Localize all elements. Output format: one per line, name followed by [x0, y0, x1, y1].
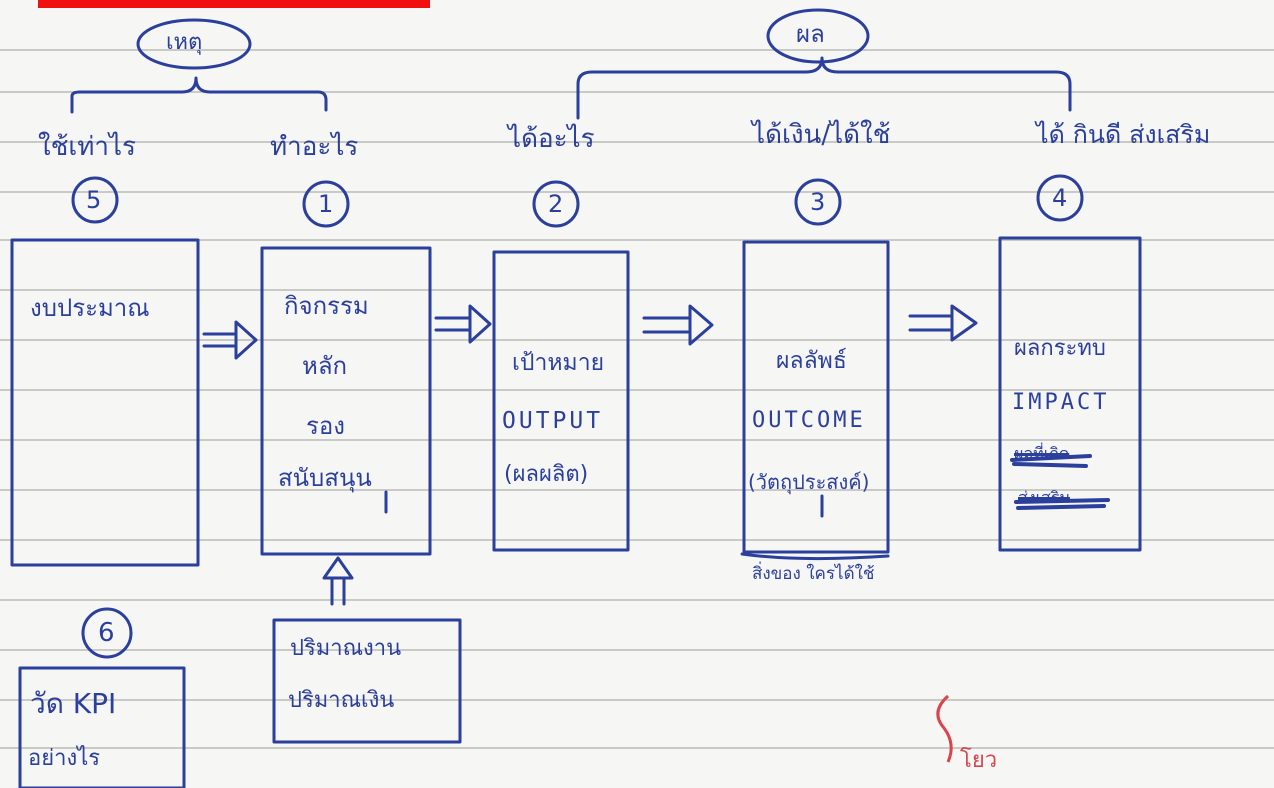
step-4-circle [1036, 174, 1084, 222]
step-5-circle [71, 176, 119, 224]
step-1-number: 1 [318, 190, 334, 218]
step-2-circle [532, 180, 580, 228]
activity-box [260, 246, 432, 556]
activity-main: หลัก [302, 352, 348, 380]
outcome-note: (วัตถุประสงค์) [748, 470, 870, 494]
arrow-budget-activity [202, 320, 258, 360]
output-box [492, 250, 630, 552]
col-4-label: ได้ กินดี ส่งเสริม [1036, 120, 1211, 149]
red-header-bar [38, 0, 430, 8]
arrow-activity-output [434, 304, 492, 344]
output-note: (ผลผลิต) [504, 462, 589, 487]
step-6-circle [81, 607, 133, 659]
impact-title: ผลกระทบ [1014, 336, 1106, 361]
cause-label: เหตุ [166, 30, 203, 55]
step-4-number: 4 [1052, 184, 1068, 212]
step-5-number: 5 [86, 186, 102, 214]
arrow-quantity-activity [322, 556, 354, 606]
quantity-box [272, 618, 462, 744]
quantity-money: ปริมาณเงิน [288, 688, 395, 713]
ruled-lines [0, 49, 1274, 749]
col-5-label: ใช้เท่าไร [38, 132, 137, 162]
impact-keyword: IMPACT [1012, 390, 1110, 415]
outcome-box [742, 240, 890, 554]
kpi-title: วัด KPI [30, 687, 117, 720]
activity-title: กิจกรรม [284, 292, 369, 320]
impact-box [998, 236, 1142, 552]
outcome-keyword: OUTCOME [752, 408, 866, 433]
effect-brace [576, 56, 1072, 120]
quantity-work: ปริมาณงาน [290, 636, 402, 661]
outcome-result: ผลลัพธ์ [776, 348, 847, 374]
step-2-number: 2 [548, 190, 564, 218]
impact-scribble [1010, 454, 1110, 510]
step-6-number: 6 [98, 618, 115, 648]
margin-note: โยว [960, 748, 998, 773]
step-1-circle [302, 180, 350, 228]
col-1-label: ทำอะไร [270, 132, 359, 162]
budget-text: งบประมาณ [30, 294, 150, 322]
effect-circle [766, 8, 870, 64]
effect-label: ผล [796, 20, 825, 48]
cause-brace [70, 76, 328, 114]
step-3-circle [794, 178, 842, 226]
kpi-how: อย่างไร [28, 746, 101, 771]
col-2-label: ได้อะไร [508, 124, 595, 154]
activity-support: สนับสนุน [278, 464, 372, 492]
impact-crossed-line-2: ส่งเสริม [1018, 488, 1070, 507]
margin-note-mark [936, 694, 953, 763]
col-3-label: ได้เงิน/ได้ใช้ [752, 120, 891, 150]
outcome-below-note: สิ่งของ ใครได้ใช้ [752, 564, 875, 584]
arrow-output-outcome [642, 304, 714, 346]
arrow-outcome-impact [908, 304, 978, 342]
impact-crossed-line-1: ผลที่เกิด [1014, 444, 1070, 463]
cause-circle [136, 18, 252, 70]
step-3-number: 3 [810, 188, 826, 216]
outcome-underline [740, 552, 890, 561]
budget-box [10, 238, 200, 567]
activity-secondary: รอง [306, 412, 346, 440]
output-keyword: OUTPUT [502, 408, 604, 434]
kpi-box [18, 666, 186, 788]
output-target: เป้าหมาย [512, 350, 605, 376]
